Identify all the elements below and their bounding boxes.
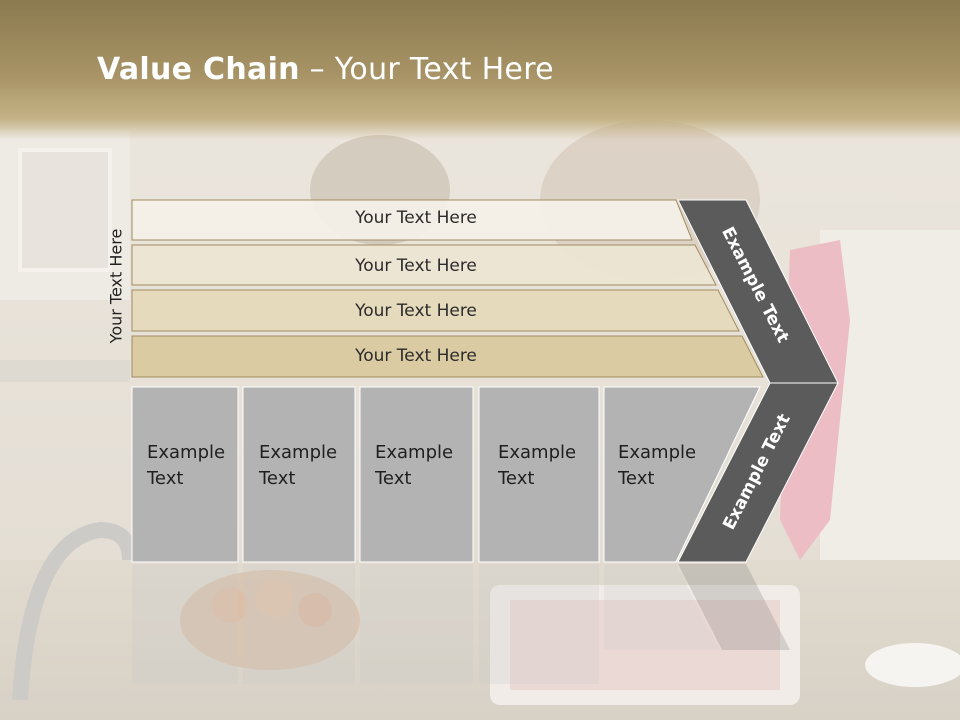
box-3-line2: Text <box>375 468 412 489</box>
slide-title: Value Chain – Your Text Here <box>97 52 554 87</box>
bar-3-label: Your Text Here <box>355 301 477 321</box>
bar-2-shape[interactable] <box>131 244 717 286</box>
title-bold: Value Chain <box>97 52 300 87</box>
box-5-line1: Example <box>618 442 697 463</box>
bar-3-shape[interactable] <box>131 289 740 332</box>
box-5-line2: Text <box>618 468 655 489</box>
box-4-shape[interactable] <box>478 386 600 563</box>
title-band <box>0 0 960 140</box>
box-1-shape[interactable] <box>131 386 239 563</box>
box-2-shape[interactable] <box>242 386 356 563</box>
box-3-shape[interactable] <box>359 386 474 563</box>
bar-4-label: Your Text Here <box>355 346 477 366</box>
bar-1-label: Your Text Here <box>355 208 477 228</box>
bar-1-shape[interactable] <box>131 199 693 241</box>
box-3-line1: Example <box>375 442 454 463</box>
box-1-line1: Example <box>147 442 226 463</box>
chevron-lower-shape[interactable] <box>677 382 839 563</box>
title-rest: – Your Text Here <box>299 52 554 87</box>
box-4-line2: Text <box>498 468 535 489</box>
box-2-line1: Example <box>259 442 338 463</box>
box-2-line2: Text <box>259 468 296 489</box>
bar-4-shape[interactable] <box>131 335 764 378</box>
diagram-reflection <box>132 564 790 684</box>
box-1-line2: Text <box>147 468 184 489</box>
bar-2-label: Your Text Here <box>355 256 477 276</box>
box-5-shape[interactable] <box>603 386 761 563</box>
box-4-line1: Example <box>498 442 577 463</box>
vertical-axis-label: Your Text Here <box>106 228 126 344</box>
